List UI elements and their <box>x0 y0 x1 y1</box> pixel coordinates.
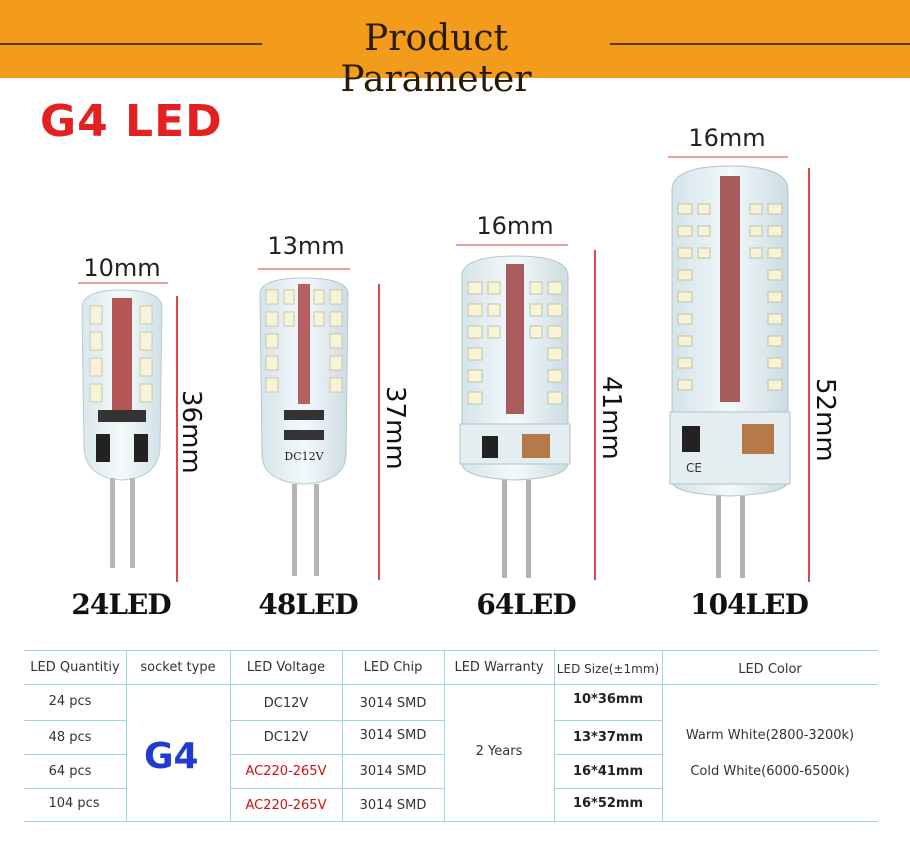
table-line <box>554 650 555 822</box>
bulb-image: DC12V <box>259 277 349 576</box>
bulb-height-line <box>808 168 810 582</box>
table-line <box>24 821 878 822</box>
table-line <box>662 650 663 822</box>
header-line-right <box>610 43 910 45</box>
table-row-chip: 3014 SMD <box>359 764 427 779</box>
table-line <box>126 650 127 822</box>
table-header: LED Voltage <box>246 660 326 675</box>
bulb-label: 104LED <box>690 588 809 621</box>
bulb-width-line <box>78 282 168 284</box>
bulb-width-label: 10mm <box>83 254 161 282</box>
bulb-width-line <box>258 268 350 270</box>
bulb-width-label: 16mm <box>476 212 554 240</box>
bulb-marking: CE <box>686 461 702 475</box>
table-row-size: 16*41mm <box>572 764 644 779</box>
table-header: LED Warranty <box>454 660 544 675</box>
table-header: LED Color <box>738 662 802 677</box>
led-color-cold: Cold White(6000-6500k) <box>690 764 850 779</box>
table-row-voltage: AC220-265V <box>245 798 327 813</box>
table-row-size: 16*52mm <box>572 796 644 811</box>
bulb-height-label: 41mm <box>596 376 626 460</box>
table-line <box>554 720 662 721</box>
table-row-voltage: DC12V <box>263 730 309 745</box>
warranty-value: 2 Years <box>475 744 523 759</box>
table-row-size: 10*36mm <box>572 692 644 707</box>
bulb-label: 64LED <box>476 588 576 621</box>
table-header: LED Chip <box>363 660 423 675</box>
table-line <box>24 788 126 789</box>
table-row-chip: 3014 SMD <box>359 798 427 813</box>
table-row-qty: 24 pcs <box>48 694 92 709</box>
table-line <box>24 684 878 685</box>
table-line <box>230 650 231 822</box>
bulb-height-label: 36mm <box>176 390 206 474</box>
brand-title: G4 LED <box>40 96 223 147</box>
table-line <box>24 650 878 651</box>
table-header: LED Size(±1mm) <box>556 662 660 676</box>
table-line <box>444 650 445 822</box>
page-title: Product Parameter <box>340 18 532 100</box>
header-line-left <box>0 43 262 45</box>
table-header: socket type <box>140 660 216 675</box>
table-row-voltage: DC12V <box>263 696 309 711</box>
bulb-height-label: 52mm <box>810 378 840 462</box>
bulb-width-label: 16mm <box>688 124 766 152</box>
table-line <box>24 754 126 755</box>
bulb-height-label: 37mm <box>380 386 410 470</box>
table-row-qty: 48 pcs <box>48 730 92 745</box>
bulb-height-line <box>378 284 380 580</box>
header-banner: Product Parameter <box>0 0 910 100</box>
bulb-image <box>81 289 163 568</box>
led-color-warm: Warm White(2800-3200k) <box>685 728 855 743</box>
bulb-label: 48LED <box>258 588 358 621</box>
table-line <box>342 650 343 822</box>
bulb-marking: DC12V <box>284 450 324 463</box>
table-row-qty: 64 pcs <box>48 764 92 779</box>
bulb-image: CE <box>669 165 791 578</box>
table-line <box>554 788 662 789</box>
socket-type-value: G4 <box>144 736 199 777</box>
bulb-image <box>459 255 571 578</box>
table-line <box>554 754 662 755</box>
table-line <box>230 788 444 789</box>
table-line <box>230 720 444 721</box>
bulb-width-line <box>456 244 568 246</box>
table-row-chip: 3014 SMD <box>359 696 427 711</box>
table-row-chip: 3014 SMD <box>359 728 427 743</box>
table-line <box>230 754 444 755</box>
bulb-height-line <box>594 250 596 580</box>
bulb-width-line <box>668 156 788 158</box>
table-row-size: 13*37mm <box>572 730 644 745</box>
bulb-width-label: 13mm <box>267 232 345 260</box>
bulb-height-line <box>176 296 178 582</box>
bulb-label: 24LED <box>71 588 171 621</box>
parameter-table: LED Quantitiy socket type LED Voltage LE… <box>24 650 878 822</box>
table-header: LED Quantitiy <box>30 660 120 675</box>
table-row-qty: 104 pcs <box>48 796 100 811</box>
table-line <box>24 720 126 721</box>
table-row-voltage: AC220-265V <box>245 764 327 779</box>
